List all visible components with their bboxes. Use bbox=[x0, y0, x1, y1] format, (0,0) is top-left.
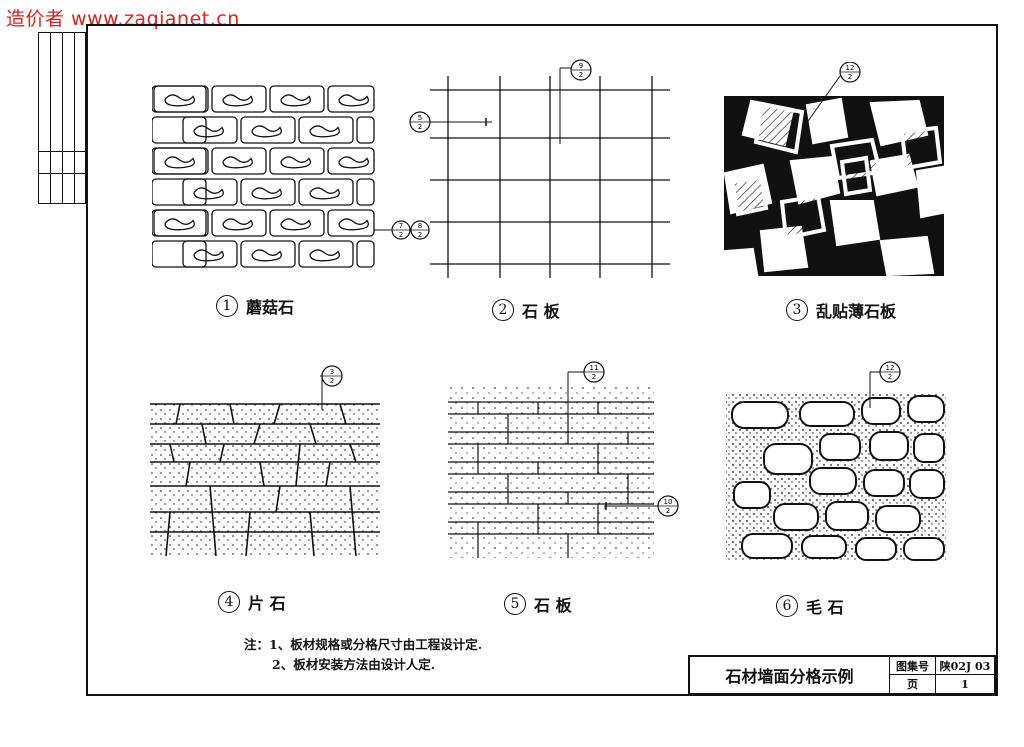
svg-text:7: 7 bbox=[399, 222, 403, 230]
caption-number-1: 1 bbox=[216, 295, 238, 317]
svg-text:5: 5 bbox=[418, 114, 422, 122]
page-value: 1 bbox=[961, 677, 969, 691]
caption-label-3: 乱贴薄石板 bbox=[816, 302, 897, 321]
svg-text:2: 2 bbox=[592, 373, 596, 381]
dotted-slab-drawing: 11 2 10 2 bbox=[448, 361, 679, 558]
svg-text:12: 12 bbox=[846, 64, 855, 72]
caption-number-2: 2 bbox=[492, 299, 514, 321]
svg-text:2: 2 bbox=[418, 123, 422, 131]
callout-11-2 bbox=[567, 361, 605, 416]
svg-text:2: 2 bbox=[330, 377, 334, 385]
mushroom-stone-drawing: 7 2 8 2 bbox=[152, 85, 430, 268]
caption-5: 5 石 板 bbox=[504, 592, 572, 616]
note-line-1: 注：1、板材规格或分格尺寸由工程设计定. bbox=[244, 637, 483, 652]
caption-label-6: 毛 石 bbox=[806, 598, 844, 617]
atlas-number-value: 陕02J 03 bbox=[936, 657, 994, 675]
caption-label-4: 片 石 bbox=[248, 594, 286, 613]
stone-slab-grid-drawing: 9 2 5 2 bbox=[409, 59, 670, 278]
caption-4: 4 片 石 bbox=[218, 590, 286, 614]
drawing-title: 石材墙面分格示例 bbox=[690, 657, 890, 693]
caption-label-2: 石 板 bbox=[522, 302, 560, 321]
caption-number-5: 5 bbox=[504, 593, 526, 615]
svg-text:2: 2 bbox=[666, 507, 670, 515]
atlas-number-label: 图集号 bbox=[890, 657, 936, 675]
caption-2: 2 石 板 bbox=[492, 298, 560, 322]
svg-text:2: 2 bbox=[579, 71, 583, 79]
svg-text:2: 2 bbox=[399, 231, 403, 239]
flagstone-drawing: 3 2 bbox=[150, 365, 380, 557]
caption-1: 1 蘑菇石 bbox=[216, 294, 294, 318]
callout-3-2 bbox=[320, 365, 343, 410]
title-block: 石材墙面分格示例 图集号 陕02J 03 页 1 bbox=[688, 655, 996, 695]
svg-text:2: 2 bbox=[418, 231, 422, 239]
svg-text:2: 2 bbox=[888, 373, 892, 381]
svg-text:3: 3 bbox=[330, 368, 334, 376]
caption-label-1: 蘑菇石 bbox=[246, 298, 295, 317]
svg-text:11: 11 bbox=[590, 364, 599, 372]
drawing-frame bbox=[86, 24, 998, 696]
svg-text:10: 10 bbox=[664, 498, 673, 506]
callout-9-2 bbox=[559, 59, 592, 144]
caption-number-4: 4 bbox=[218, 591, 240, 613]
callout-12-2 bbox=[805, 62, 861, 125]
page-label: 页 bbox=[890, 675, 936, 693]
random-thin-slab-drawing: 12 2 bbox=[723, 62, 944, 277]
caption-6: 6 毛 石 bbox=[776, 594, 844, 618]
caption-number-3: 3 bbox=[786, 299, 808, 321]
caption-number-6: 6 bbox=[776, 595, 798, 617]
callout-10-2 bbox=[604, 495, 679, 517]
note-line-2: 2、板材安装方法由设计人定. bbox=[272, 657, 436, 672]
callout-5-2 bbox=[409, 111, 492, 133]
callout-7-2: 7 2 8 2 bbox=[374, 220, 430, 240]
caption-3: 3 乱贴薄石板 bbox=[786, 298, 896, 322]
svg-text:8: 8 bbox=[418, 222, 422, 230]
callout-12-2-b bbox=[869, 361, 901, 408]
svg-text:9: 9 bbox=[579, 62, 583, 70]
rubble-stone-drawing: 12 2 bbox=[726, 361, 946, 561]
caption-label-5: 石 板 bbox=[534, 596, 572, 615]
svg-text:2: 2 bbox=[848, 73, 852, 81]
svg-text:12: 12 bbox=[886, 364, 895, 372]
signature-strip bbox=[38, 32, 86, 204]
